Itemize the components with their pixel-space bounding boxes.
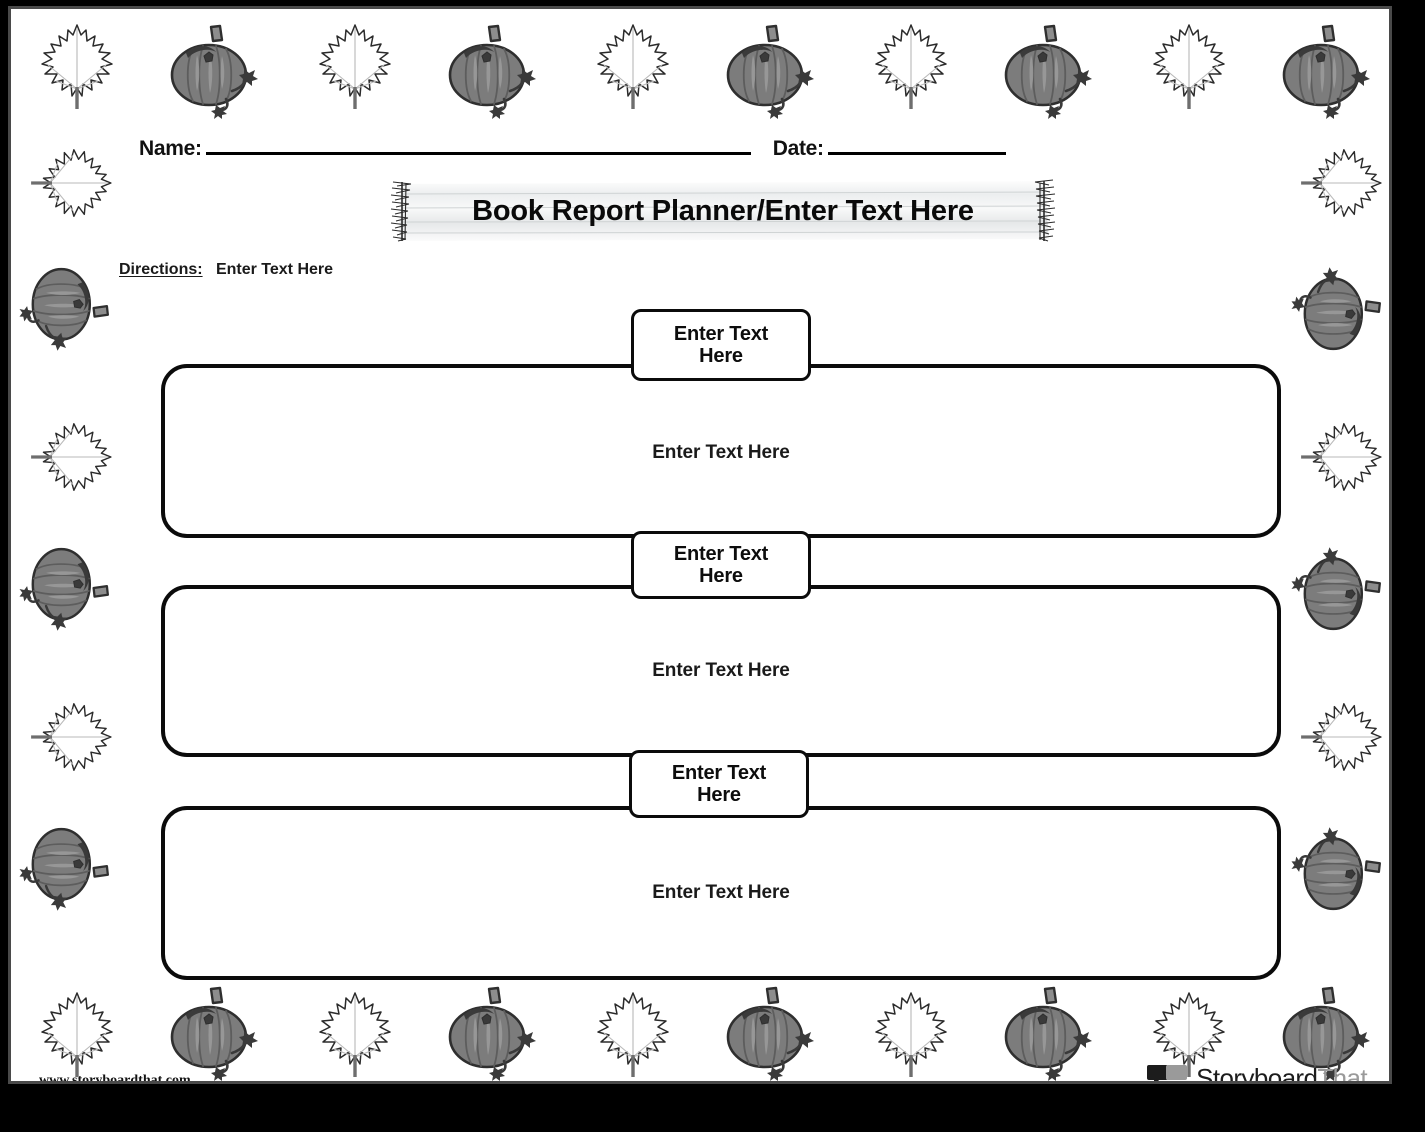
name-input-line[interactable] <box>205 151 751 155</box>
logo-text-secondary: That <box>1317 1062 1367 1084</box>
footer-website-url[interactable]: www.storyboardthat.com <box>39 1073 191 1084</box>
maple-leaf-icon <box>25 137 116 228</box>
name-label: Name: <box>139 137 202 160</box>
section-2-label-line-1: Enter Text <box>673 542 769 565</box>
worksheet-page: Name: Date: <box>8 6 1392 1084</box>
maple-leaf-icon <box>1295 691 1386 782</box>
section-3-label[interactable]: Enter Text Here <box>629 750 809 818</box>
pumpkin-icon <box>164 981 264 1081</box>
section-3-body-text: Enter Text Here <box>652 882 790 903</box>
directions-row: Directions: Enter Text Here <box>119 261 333 279</box>
section-1-body-text: Enter Text Here <box>652 442 790 463</box>
maple-leaf-icon <box>29 987 125 1081</box>
section-2-label-line-2: Here <box>699 565 743 587</box>
section-2-body[interactable]: Enter Text Here <box>161 585 1281 757</box>
maple-leaf-icon <box>25 691 116 782</box>
section-3-label-line-1: Enter Text <box>671 761 767 784</box>
pumpkin-icon <box>19 542 115 637</box>
maple-leaf-icon <box>863 19 959 115</box>
maple-leaf-icon <box>863 987 959 1081</box>
section-2-label[interactable]: Enter Text Here <box>631 531 811 599</box>
directions-label: Directions: <box>119 261 203 278</box>
pumpkin-icon <box>164 19 264 119</box>
pumpkin-icon <box>442 981 542 1081</box>
section-3-label-line-2: Here <box>697 784 741 806</box>
pumpkin-icon <box>998 19 1098 119</box>
pumpkin-icon <box>720 981 820 1081</box>
date-label: Date: <box>772 137 824 160</box>
section-3-body[interactable]: Enter Text Here <box>161 806 1281 980</box>
section-1-label-line-1: Enter Text <box>673 322 769 345</box>
date-input-line[interactable] <box>827 151 1006 155</box>
maple-leaf-icon <box>1295 137 1386 228</box>
maple-leaf-icon <box>1141 19 1237 115</box>
pumpkin-icon <box>19 822 115 917</box>
pumpkin-icon <box>720 19 820 119</box>
pumpkin-icon <box>1291 542 1387 637</box>
maple-leaf-icon <box>585 987 681 1081</box>
title-banner[interactable]: Book Report Planner/Enter Text Here <box>389 177 1057 245</box>
maple-leaf-icon <box>307 19 403 115</box>
banner-paper-graphic <box>390 179 1056 242</box>
directions-text[interactable]: Enter Text Here <box>215 261 334 278</box>
maple-leaf-icon <box>1295 411 1386 502</box>
maple-leaf-icon <box>585 19 681 115</box>
speech-bubble-icon <box>1147 1063 1189 1081</box>
maple-leaf-icon <box>25 411 116 502</box>
section-1-body[interactable]: Enter Text Here <box>161 364 1281 538</box>
pumpkin-icon <box>19 262 115 357</box>
pumpkin-icon <box>998 981 1098 1081</box>
maple-leaf-icon <box>29 19 125 115</box>
pumpkin-icon <box>1291 822 1387 917</box>
section-2-body-text: Enter Text Here <box>652 660 790 681</box>
section-1-label-line-2: Here <box>699 345 743 367</box>
worksheet-title: Book Report Planner/Enter Text Here <box>472 194 974 227</box>
pumpkin-icon <box>1276 19 1376 119</box>
storyboardthat-logo[interactable]: Storyboard That <box>1147 1061 1368 1084</box>
logo-text-primary: Storyboard <box>1196 1062 1318 1084</box>
maple-leaf-icon <box>307 987 403 1081</box>
pumpkin-icon <box>1291 262 1387 357</box>
pumpkin-icon <box>442 19 542 119</box>
section-1-label[interactable]: Enter Text Here <box>631 309 811 381</box>
name-date-row: Name: Date: <box>139 137 1044 167</box>
